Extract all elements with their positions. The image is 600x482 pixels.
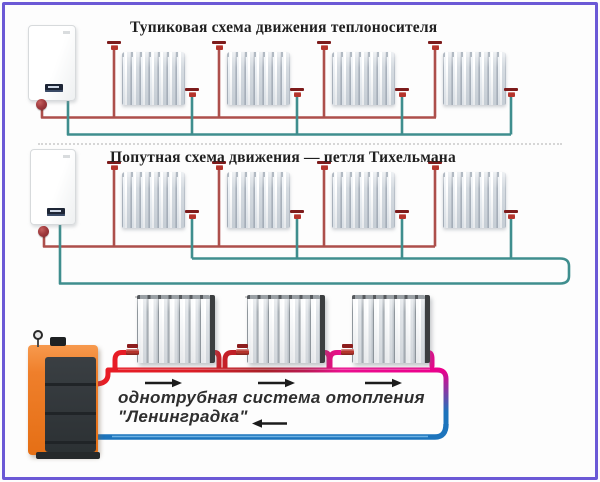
valve-icon	[289, 210, 305, 220]
supply-pipe-leningradka	[92, 350, 440, 387]
valve-icon	[211, 41, 227, 51]
valve-icon	[394, 88, 410, 98]
boiler-front-panel	[45, 357, 96, 452]
valve-icon	[316, 161, 332, 171]
flow-arrow-right-icon	[145, 378, 182, 388]
valve-icon	[503, 210, 519, 220]
flow-arrow-left-icon	[252, 419, 287, 428]
thermometer-stem	[37, 339, 39, 347]
scheme-title: Попутная схема движения — петля Тихельма…	[110, 149, 456, 166]
radiator	[247, 295, 325, 363]
valve-icon	[427, 41, 443, 51]
boiler-logo-mark	[63, 155, 70, 158]
thermometer-icon	[33, 330, 43, 340]
radiator	[352, 295, 430, 363]
radiator	[122, 52, 185, 105]
valve-icon	[427, 161, 443, 171]
valve-icon	[184, 88, 200, 98]
boiler-logo-mark	[63, 31, 70, 34]
valve-icon	[394, 210, 410, 220]
scheme-title: Тупиковая схема движения теплоносителя	[130, 19, 438, 36]
flow-arrow-right-icon	[258, 378, 295, 388]
return-pipe-tichelmann	[58, 214, 571, 285]
valve-icon	[233, 344, 251, 356]
valve-icon	[289, 88, 305, 98]
supply-pipe-deadend	[40, 48, 437, 119]
radiator	[443, 172, 506, 228]
wall-boiler	[30, 149, 76, 225]
radiator	[227, 172, 290, 228]
valve-icon	[184, 210, 200, 220]
chimney-cap	[50, 337, 66, 346]
radiator	[332, 52, 395, 105]
valve-icon	[123, 344, 141, 356]
valve-icon	[211, 161, 227, 171]
dotted-separator	[38, 143, 562, 145]
valve-icon	[338, 344, 356, 356]
radiator	[227, 52, 290, 105]
radiator	[122, 172, 185, 228]
radiator	[137, 295, 215, 363]
solid-fuel-boiler	[28, 337, 100, 459]
valve-icon	[106, 41, 122, 51]
boiler-display	[45, 84, 63, 92]
supply-pipe-tichelmann	[42, 168, 437, 248]
return-pipe-deadend	[66, 95, 513, 136]
wall-boiler	[28, 25, 76, 101]
scheme-caption-line2: "Ленинградка"	[118, 407, 248, 426]
boiler-display	[47, 208, 65, 216]
valve-icon	[316, 41, 332, 51]
valve-icon	[106, 161, 122, 171]
radiator	[332, 172, 395, 228]
boiler-base	[36, 452, 100, 459]
pump-icon	[36, 99, 47, 110]
return-riser-leningradka	[434, 367, 449, 429]
valve-icon	[503, 88, 519, 98]
radiator	[443, 52, 506, 105]
return-pipe-leningradka	[98, 423, 449, 440]
scheme-caption-line1: однотрубная система отопления	[118, 388, 425, 407]
pump-icon	[38, 226, 49, 237]
flow-arrow-right-icon	[365, 378, 402, 388]
